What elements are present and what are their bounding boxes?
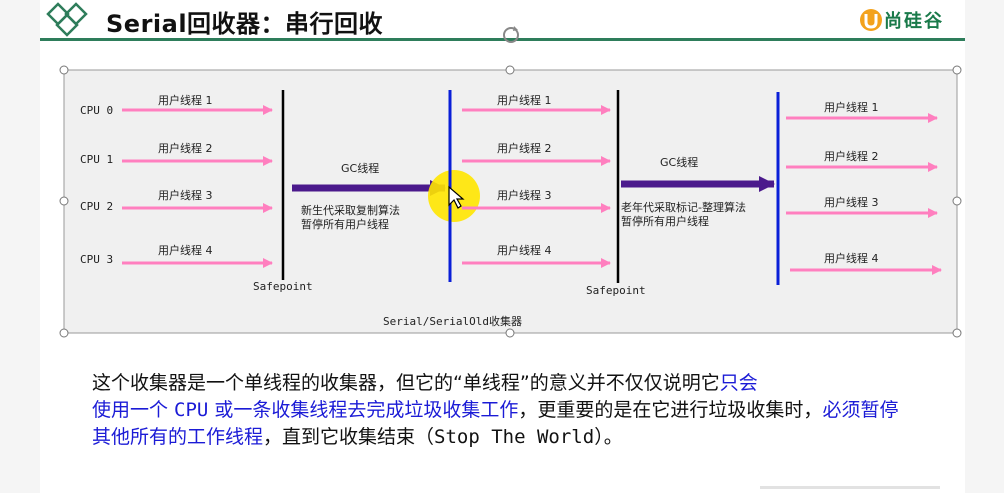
selection-handles[interactable] [59,65,962,338]
user-thread-label: 用户线程 2 [497,141,552,155]
mouse-cursor-icon [448,185,465,209]
user-thread-label: 用户线程 4 [824,251,879,265]
diagram-caption: Serial/SerialOld收集器 [383,314,522,328]
user-thread-label: 用户线程 1 [158,93,213,107]
body-text-2: ，更重要的是在它进行垃圾收集时， [518,399,823,421]
rotate-handle-icon[interactable] [500,24,522,46]
safepoint-label-2: Safepoint [586,284,646,297]
old-gc-note-2: 暂停所有用户线程 [621,214,709,228]
body-highlight-4: 必须暂停其他所有的工作线程 [92,399,899,448]
safepoint-label-1: Safepoint [253,280,313,293]
phase1-user-threads [122,105,273,268]
body-highlight-3: 或一条收集线程去完成垃圾收集工作 [208,399,519,421]
cpu-label-0: CPU 0 [80,104,113,117]
user-thread-label: 用户线程 3 [158,188,213,202]
cpu-label-1: CPU 1 [80,153,113,166]
body-highlight-2: 使用一个 [92,399,175,421]
body-highlight-cpu: CPU [174,399,209,421]
cpu-label-3: CPU 3 [80,253,113,266]
faint-footer-text [760,486,940,489]
user-thread-label: 用户线程 2 [824,149,879,163]
user-thread-label: 用户线程 1 [497,93,552,107]
phase3-user-threads [786,113,942,275]
body-text-4: ）。 [594,426,623,448]
gc-thread-label-1: GC线程 [341,161,379,175]
user-thread-label: 用户线程 1 [824,100,879,114]
slide-title: Serial回收器：串行回收 [106,10,384,38]
user-thread-label: 用户线程 2 [158,141,213,155]
user-thread-label: 用户线程 3 [824,195,879,209]
body-text-3: ，直到它收集结束（ [263,426,435,448]
diamond-logo-icon [46,2,88,37]
user-thread-label: 用户线程 4 [497,243,552,257]
phase2-user-threads [462,105,611,268]
old-gc-note-1: 老年代采取标记-整理算法 [621,200,746,214]
user-thread-label: 用户线程 4 [158,243,213,257]
brand-logo-icon [860,9,882,31]
body-stop-the-world: Stop The World [434,426,595,448]
gc-thread-label-2: GC线程 [660,155,698,169]
young-gc-note-2: 暂停所有用户线程 [301,217,389,231]
cpu-label-2: CPU 2 [80,200,113,213]
body-text-1: 这个收集器是一个单线程的收集器，但它的“单线程”的意义并不仅仅说明它 [92,372,720,394]
young-gc-note-1: 新生代采取复制算法 [301,203,400,217]
user-thread-label: 用户线程 3 [497,188,552,202]
body-paragraph: 这个收集器是一个单线程的收集器，但它的“单线程”的意义并不仅仅说明它只会使用一个… [92,370,912,451]
body-highlight-1: 只会 [719,372,758,394]
brand-name: 尚硅谷 [884,11,944,32]
slide-header [40,0,965,38]
header-divider [40,38,965,41]
